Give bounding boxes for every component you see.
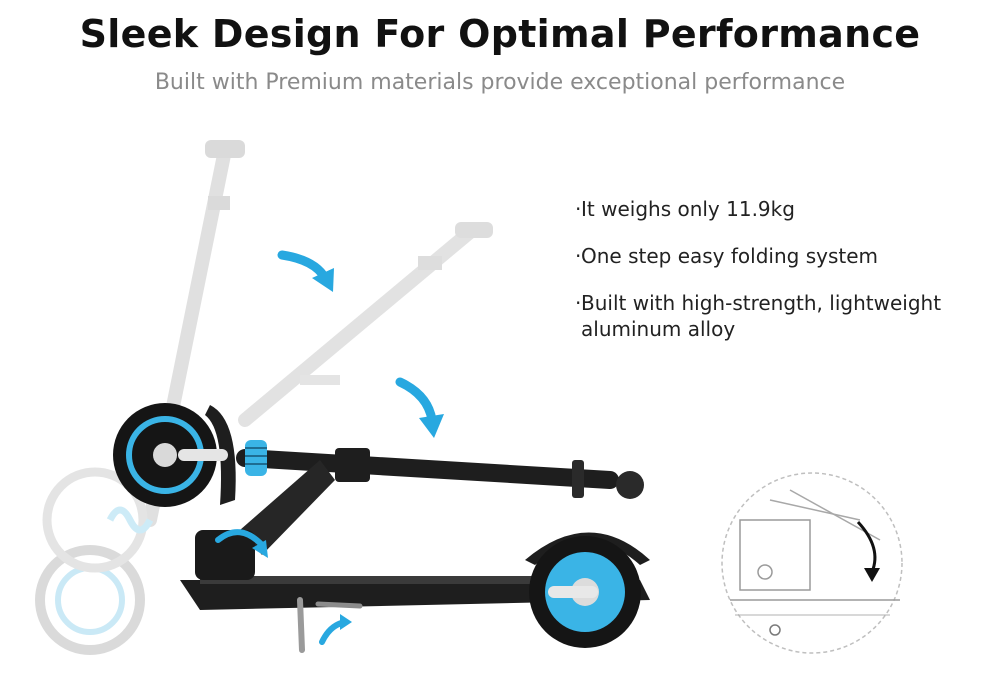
feature-item-weight: · It weighs only 11.9kg xyxy=(575,196,995,222)
scooter-folded xyxy=(113,403,650,653)
detail-arrow-icon xyxy=(856,520,880,582)
folding-mechanism-detail xyxy=(721,472,903,654)
fold-arrow-icon xyxy=(395,377,444,438)
ghost-scooter-half-folded xyxy=(238,222,493,427)
page-title: Sleek Design For Optimal Performance xyxy=(79,12,921,56)
kickstand-arrow-icon xyxy=(319,614,352,645)
feature-item-folding: · One step easy folding system xyxy=(575,243,995,269)
bullet: · xyxy=(575,244,582,268)
page-subtitle: Built with Premium materials provide exc… xyxy=(154,70,846,95)
feature-text: One step easy folding system xyxy=(581,244,878,268)
feature-list: · It weighs only 11.9kg · One step easy … xyxy=(575,196,995,363)
feature-text: Built with high-strength, lightweight al… xyxy=(581,291,942,341)
bullet: · xyxy=(575,291,582,315)
scooter-folding-illustration xyxy=(35,140,903,655)
joint-arrow-icon xyxy=(215,529,268,558)
bullet: · xyxy=(575,197,582,221)
curved-arrow-icon xyxy=(277,250,334,292)
feature-text: It weighs only 11.9kg xyxy=(581,197,795,221)
feature-item-material: · Built with high-strength, lightweight … xyxy=(575,290,995,342)
